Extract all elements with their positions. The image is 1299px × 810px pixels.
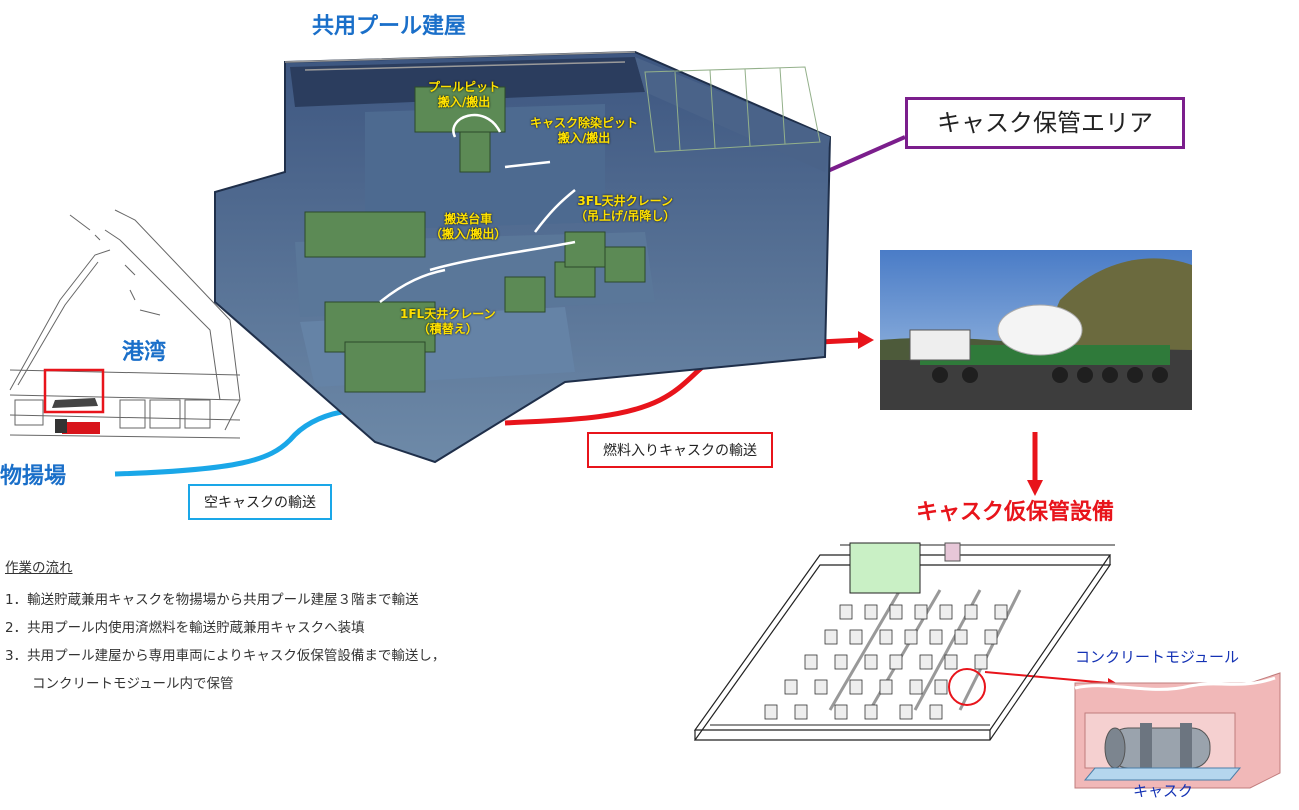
module-pointer: [984, 671, 1109, 684]
temp-storage-title: キャスク仮保管設備: [916, 500, 1115, 525]
storage-facility-diagram: [693, 542, 1115, 741]
cask-label: キャスク: [1133, 782, 1194, 800]
loaded-cask-transport-box: 燃料入りキャスクの輸送: [587, 432, 773, 468]
unloading-area-label: 物揚場: [0, 464, 67, 489]
transport-cart-label: 搬送台車 （搬入/搬出）: [430, 212, 507, 241]
pool-pit-label: プールピット 搬入/搬出: [428, 80, 501, 109]
building-cutaway: [214, 50, 832, 464]
decon-pit-label: キャスク除染ピット 搬入/搬出: [530, 116, 639, 145]
harbor-map: [9, 209, 241, 439]
concrete-module-label: コンクリートモジュール: [1075, 648, 1239, 666]
workflow-steps: 1．輸送貯蔵兼用キャスクを物揚場から共用プール建屋３階まで輸送 2．共用プール内…: [5, 586, 445, 698]
transport-vehicle-photo: [880, 250, 1192, 410]
workflow-step: 2．共用プール内使用済燃料を輸送貯蔵兼用キャスクへ装填: [5, 620, 365, 636]
workflow-step: コンクリートモジュール内で保管: [5, 676, 234, 692]
harbor-label: 港湾: [122, 340, 167, 365]
concrete-module-drawing: [1074, 672, 1281, 789]
workflow-step: 3．共用プール建屋から専用車両によりキャスク仮保管設備まで輸送し，: [5, 648, 446, 664]
module-highlight-circle: [948, 668, 986, 706]
crane-3fl-label: 3FL天井クレーン （吊上げ/吊降し）: [575, 194, 676, 223]
crane-1fl-label: 1FL天井クレーン （積替え）: [400, 307, 496, 336]
empty-cask-transport-box: 空キャスクの輸送: [188, 484, 332, 520]
workflow-title: 作業の流れ: [5, 560, 73, 576]
cask-storage-area-box: キャスク保管エリア: [905, 97, 1185, 149]
crane-housing: [849, 542, 921, 594]
unloading-highlight-box: [43, 368, 105, 414]
trailer-icon: [62, 422, 100, 434]
building-title: 共用プール建屋: [312, 14, 467, 39]
workflow-step: 1．輸送貯蔵兼用キャスクを物揚場から共用プール建屋３階まで輸送: [5, 592, 419, 608]
ship-icon: [52, 398, 98, 408]
